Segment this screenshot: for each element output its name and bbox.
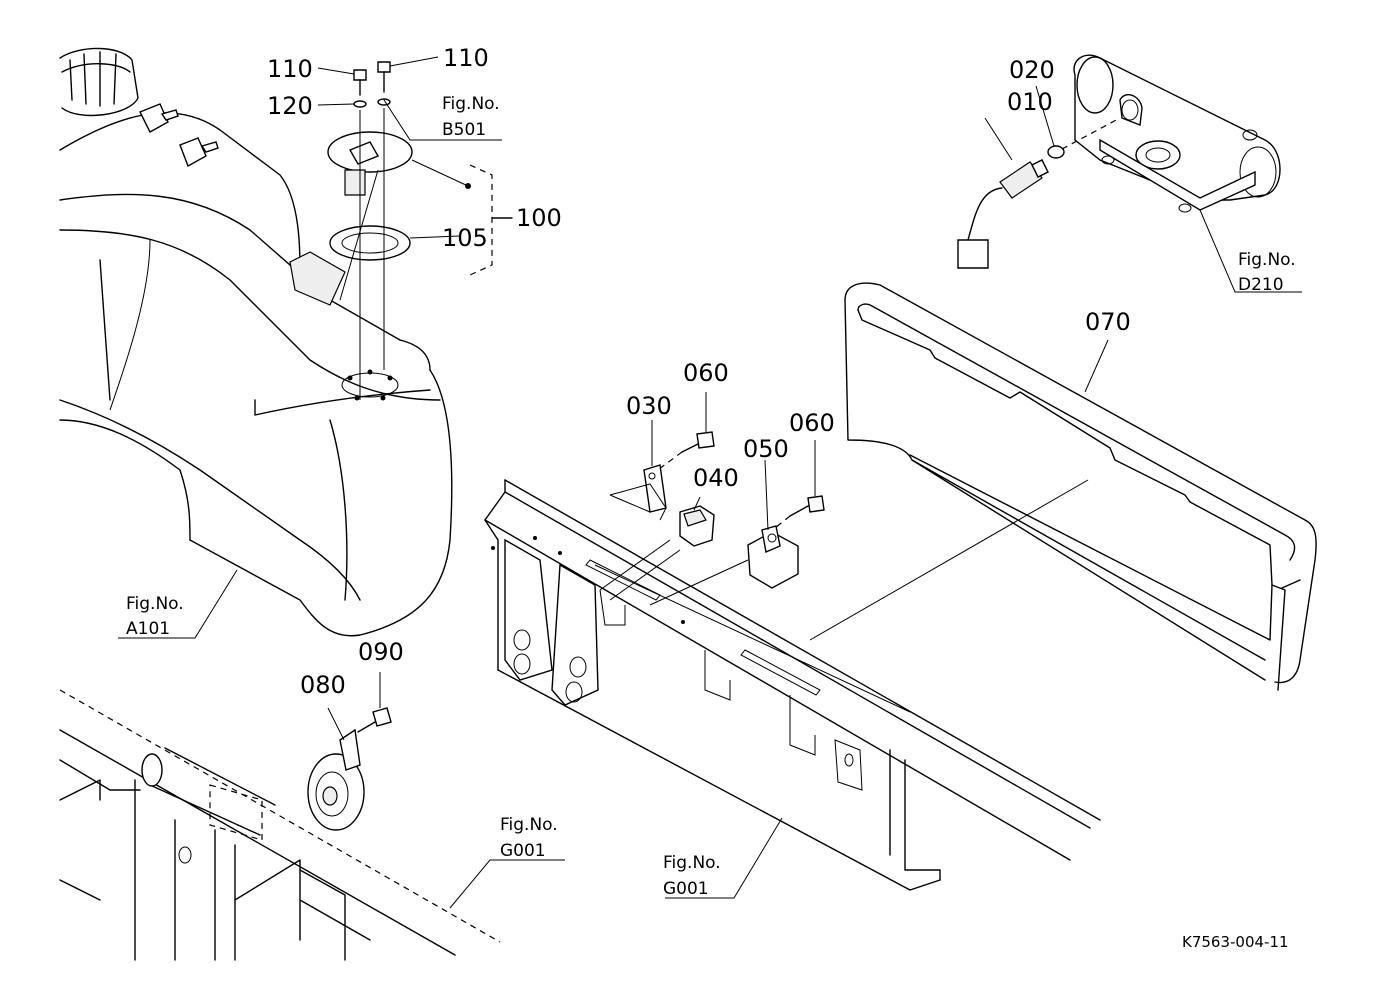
figure-reference-labels: Fig.No. B501 Fig.No. D210 Fig.No. A101 F… (126, 94, 1296, 899)
fig-g001-right-line1: Fig.No. (663, 853, 721, 873)
fuel-sender-unit (317, 56, 513, 400)
part-label-010: 010 (1007, 88, 1053, 116)
part-label-110-left: 110 (267, 55, 313, 83)
part-label-050: 050 (743, 435, 789, 463)
fig-g001-left-line1: Fig.No. (500, 815, 558, 835)
part-label-040: 040 (693, 464, 739, 492)
fuel-tank (59, 47, 453, 637)
part-label-080: 080 (300, 671, 346, 699)
part-label-030: 030 (626, 392, 672, 420)
horn-assembly (307, 672, 392, 831)
part-label-060-right: 060 (789, 409, 835, 437)
fig-d210-line2: D210 (1238, 275, 1284, 295)
fig-g001-right-line2: G001 (663, 879, 709, 899)
part-label-070: 070 (1085, 308, 1131, 336)
lower-frame (59, 689, 565, 961)
drawing-id: K7563-004-11 (1182, 933, 1289, 951)
fig-b501-line2: B501 (442, 120, 486, 140)
cover-panel (809, 282, 1317, 691)
part-label-105: 105 (442, 224, 488, 252)
part-label-090: 090 (358, 638, 404, 666)
thermostat-housing (957, 54, 1302, 293)
electrical-components (599, 392, 825, 606)
part-label-020: 020 (1009, 56, 1055, 84)
part-label-060-left: 060 (683, 359, 729, 387)
fig-a101-line2: A101 (126, 619, 170, 639)
fig-a101-line1: Fig.No. (126, 594, 184, 614)
a101-leader (118, 569, 238, 639)
part-number-labels: 010 020 030 040 050 060 060 070 080 090 … (267, 44, 1131, 699)
fig-g001-left-line2: G001 (500, 841, 546, 861)
frame-rail (484, 479, 1101, 899)
fig-b501-line1: Fig.No. (442, 94, 500, 114)
part-label-100: 100 (516, 204, 562, 232)
part-label-110-right: 110 (443, 44, 489, 72)
part-label-120: 120 (267, 92, 313, 120)
fig-d210-line1: Fig.No. (1238, 250, 1296, 270)
